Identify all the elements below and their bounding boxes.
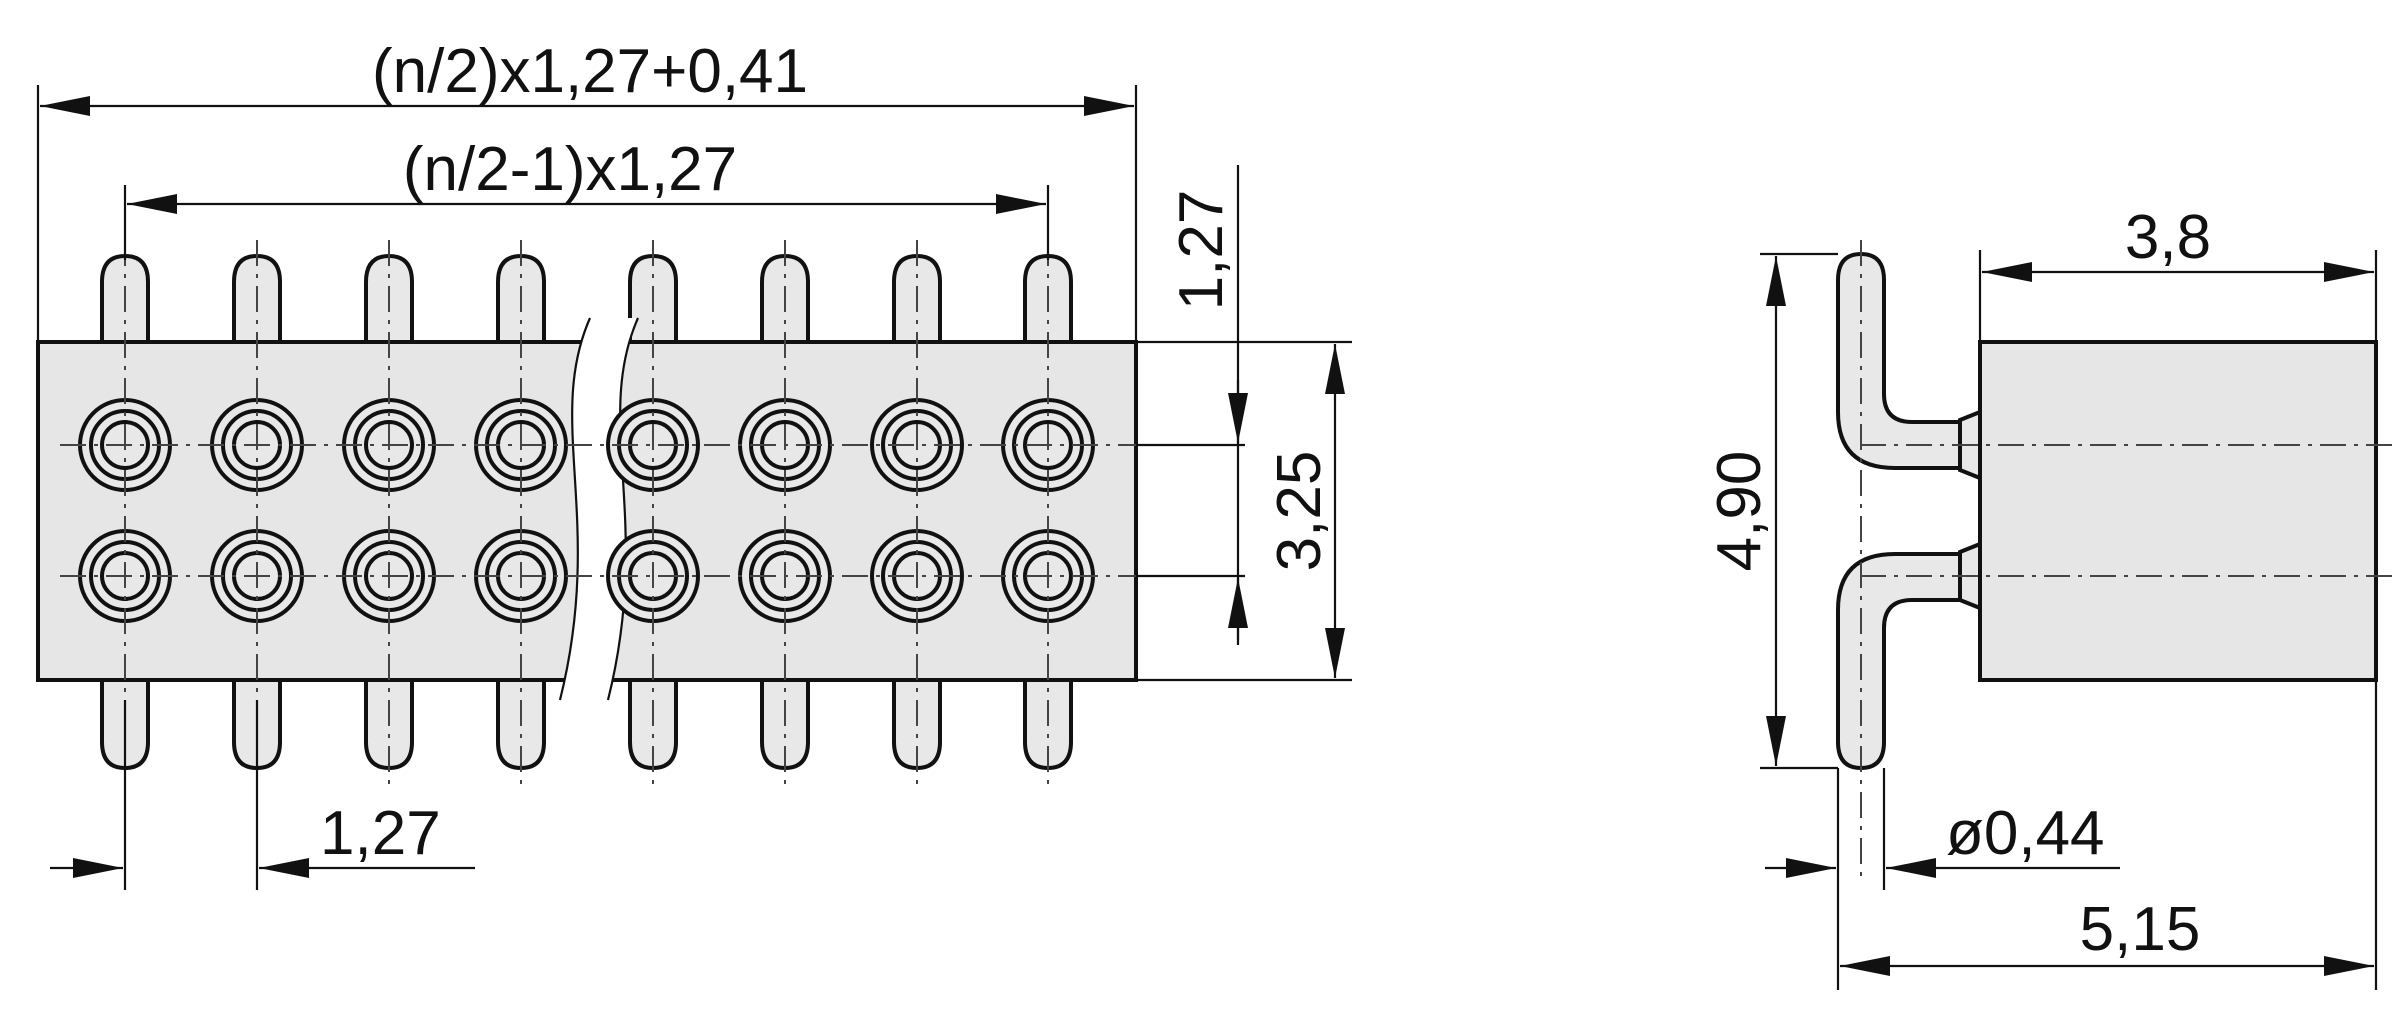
dim-pin-diameter: ø0,44 bbox=[1946, 799, 2105, 868]
side-view: 3,8 4,90 ø0,44 5,15 bbox=[1705, 203, 2400, 990]
dim-pitch-vertical: 1,27 bbox=[1167, 190, 1236, 311]
centerlines bbox=[60, 240, 1230, 790]
front-view: (n/2)x1,27+0,41 (n/2-1)x1,27 1,27 1,27 3… bbox=[36, 37, 1352, 890]
side-pin-lower bbox=[1836, 552, 1962, 771]
dim-body-depth: 3,8 bbox=[2125, 203, 2211, 272]
dim-pitch-horizontal: 1,27 bbox=[320, 799, 441, 868]
dim-pin-height: 4,90 bbox=[1705, 451, 1774, 572]
break-line-left bbox=[558, 317, 592, 701]
dim-pin-span: (n/2-1)x1,27 bbox=[403, 135, 737, 204]
bottom-pins bbox=[100, 680, 1073, 771]
dim-total-depth: 5,15 bbox=[2080, 895, 2201, 964]
side-body bbox=[1978, 340, 2378, 682]
dim-overall-width: (n/2)x1,27+0,41 bbox=[372, 37, 808, 106]
side-pin-upper bbox=[1836, 251, 1962, 470]
dim-body-height: 3,25 bbox=[1265, 451, 1334, 572]
